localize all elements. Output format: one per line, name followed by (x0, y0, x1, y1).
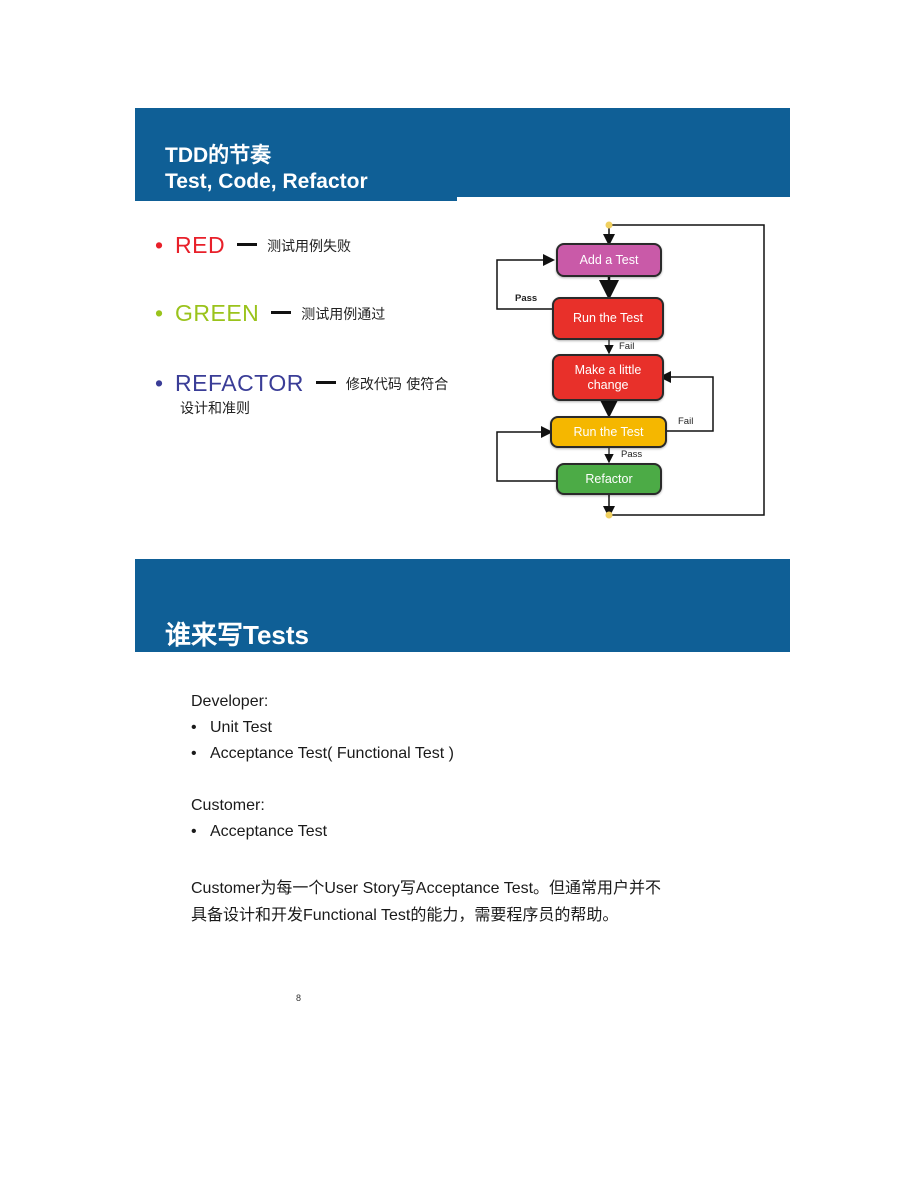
dash-icon (315, 381, 336, 385)
flow-step-label-line2: change (587, 377, 629, 392)
summary-line-1: Customer为每一个User Story写Acceptance Test。但… (191, 880, 662, 897)
bullet-dot: • (155, 232, 164, 258)
flow-label-pass-1: Pass (515, 293, 538, 304)
arrow-pass-loop-1 (496, 254, 555, 310)
customer-item-acceptance-test: Acceptance Test (210, 823, 328, 840)
arrow-refactor-loop (496, 426, 556, 482)
bullet-keyword-red: RED (175, 232, 226, 258)
developer-item-acceptance-test: Acceptance Test( Functional Test ) (210, 745, 454, 762)
flow-label-pass-2: Pass (621, 449, 643, 460)
outer-loop-line (609, 224, 765, 516)
flow-step-label: Add a Test (579, 252, 639, 267)
flow-label-fail-1: Fail (619, 341, 635, 352)
slide1-title-line1: TDD的节奏 (165, 144, 272, 167)
customer-heading: Customer: (191, 797, 265, 814)
bullet-refactor: • REFACTOR 修改代码 使符合 (155, 370, 448, 398)
bullet-keyword-refactor: REFACTOR (175, 370, 304, 396)
bullet-dot: • (155, 300, 164, 326)
flow-step-label-line1: Make a little (574, 362, 642, 377)
page-number: 8 (296, 993, 302, 1003)
bullet-keyword-green: GREEN (175, 300, 260, 326)
slide1-title: TDD的节奏 Test, Code, Refactor (165, 143, 368, 195)
start-dot-icon (605, 221, 613, 229)
slide1-title-line2: Test, Code, Refactor (165, 170, 368, 193)
list-item: • Acceptance Test (191, 823, 327, 841)
flow-step-make-change: Make a little change (552, 354, 664, 401)
flow-step-label: Refactor (585, 471, 633, 486)
end-dot-icon (605, 511, 613, 519)
list-item: • Acceptance Test( Functional Test ) (191, 745, 454, 763)
dash-icon (271, 311, 292, 315)
slide1-header-underline (135, 197, 457, 201)
summary-line-2: 具备设计和开发Functional Test的能力，需要程序员的帮助。 (191, 907, 619, 924)
bullet-desc-green: 测试用例通过 (301, 306, 386, 323)
bullet-green: • GREEN 测试用例通过 (155, 300, 385, 328)
flow-step-label: Run the Test (573, 311, 643, 325)
bullet-desc-refactor: 修改代码 使符合 (345, 376, 449, 393)
flow-label-fail-2: Fail (678, 416, 694, 427)
bullet-desc-refactor-cont: 设计和准则 (180, 401, 250, 417)
developer-heading: Developer: (191, 693, 269, 710)
developer-item-unit-test: Unit Test (210, 719, 272, 736)
bullet-desc-red: 测试用例失败 (267, 238, 352, 255)
flow-step-refactor: Refactor (556, 463, 662, 495)
slide2-header-bar (135, 559, 790, 652)
bullet-dot: • (155, 370, 164, 396)
arrow-fail-loop-2 (659, 371, 714, 432)
bullet-dot: • (191, 719, 197, 736)
slide2-title: 谁来写Tests (165, 620, 309, 650)
summary-paragraph: Customer为每一个User Story写Acceptance Test。但… (191, 875, 751, 929)
list-item: • Unit Test (191, 719, 272, 737)
flow-step-run-test-1: Run the Test (552, 297, 664, 340)
bullet-red: • RED 测试用例失败 (155, 232, 351, 260)
tdd-flow-diagram: Add a Test Run the Test Make a little ch… (490, 215, 780, 525)
bullet-dot: • (191, 745, 197, 762)
bullet-dot: • (191, 823, 197, 840)
dash-icon (237, 243, 258, 247)
flow-connectors (496, 221, 765, 519)
slide1-header-bar (135, 108, 790, 197)
flow-step-label: Run the Test (573, 424, 644, 439)
flow-step-add-test: Add a Test (556, 243, 662, 277)
flow-step-run-test-2: Run the Test (550, 416, 667, 448)
